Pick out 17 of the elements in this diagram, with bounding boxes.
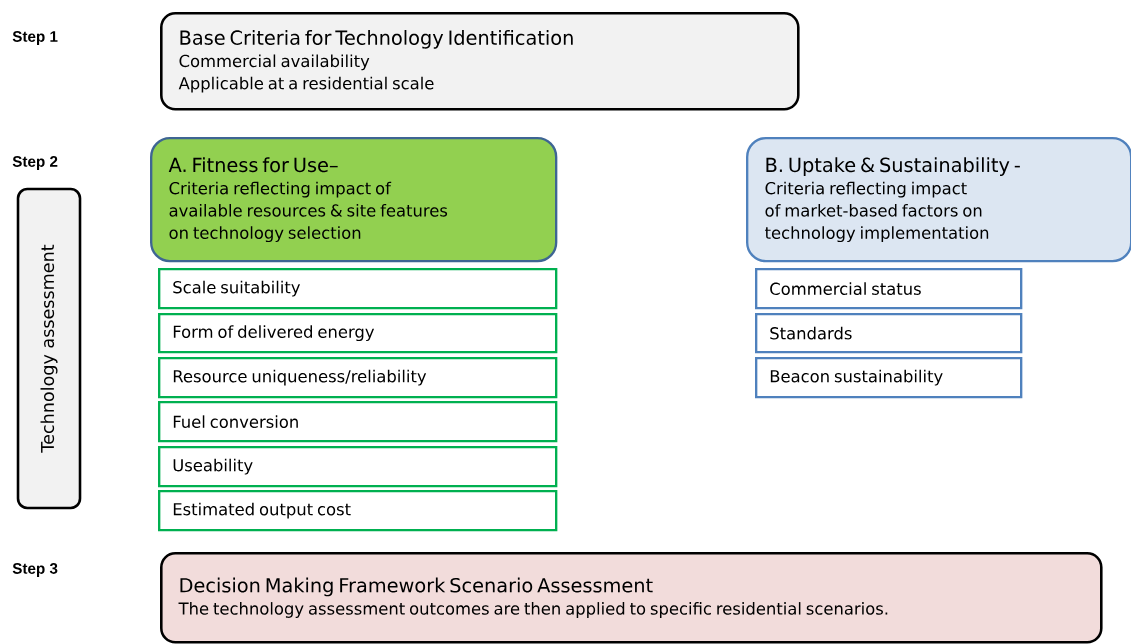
criterion-box: Useability	[158, 446, 558, 488]
criterion-box: Fuel conversion	[158, 401, 558, 443]
criterion-box: Commercial status	[755, 268, 1023, 310]
criterion-box: Resource uniqueness/reliability	[158, 357, 558, 399]
criterion-box: Form of delivered energy	[158, 313, 558, 354]
category-box: B. Uptake & Sustainability - Criteria reflecting impact of market-based factors on technology implementation	[746, 137, 1131, 263]
step-label: Step 3	[12, 563, 58, 577]
criterion-box: Beacon sustainability	[755, 357, 1023, 399]
criterion-box: Scale suitability	[158, 268, 558, 310]
step-label: Step 1	[12, 31, 58, 45]
category-box: A. Fitness for Use– Criteria reflecting impact of available resources & site features on technology selection	[150, 137, 558, 263]
step-label: Step 2	[12, 156, 58, 170]
criteria-box: Base Criteria for Technology Identification Commercial availability Applicable at a residential scale	[160, 12, 800, 111]
criterion-box: Standards	[755, 313, 1023, 354]
criterion-box: Estimated output cost	[158, 490, 558, 532]
assessment-box: Decision Making Framework Scenario Assessment The technology assessment outcomes are then applied to specific residential scenarios.	[160, 552, 1103, 644]
category-box: Technology assessment	[16, 187, 82, 510]
